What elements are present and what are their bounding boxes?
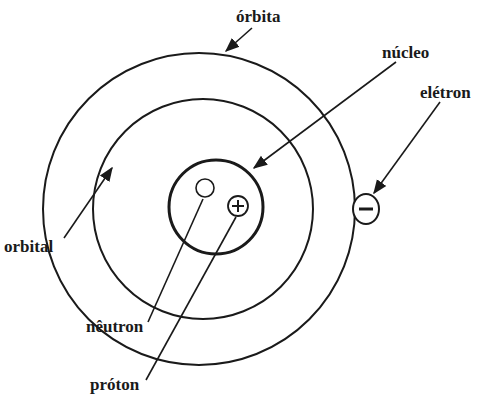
leader-arrow [226, 28, 252, 51]
part-label: núcleo [382, 44, 429, 61]
leader-arrow [374, 102, 440, 193]
part-label: nêutron [86, 318, 143, 335]
outer-orbit [43, 53, 355, 365]
electron-symbol [353, 194, 379, 224]
nucleus-circle [169, 160, 263, 254]
part-label: orbital [4, 238, 53, 255]
part-label: próton [90, 376, 139, 393]
part-label: órbita [236, 8, 280, 25]
neutron-symbol [196, 179, 214, 197]
part-label: elétron [420, 84, 471, 101]
leader-arrow [64, 168, 112, 238]
leader-line [148, 199, 203, 322]
leader-line [146, 217, 236, 380]
inner-orbit [93, 99, 313, 319]
proton-symbol [228, 196, 248, 216]
leader-arrow [254, 62, 396, 168]
